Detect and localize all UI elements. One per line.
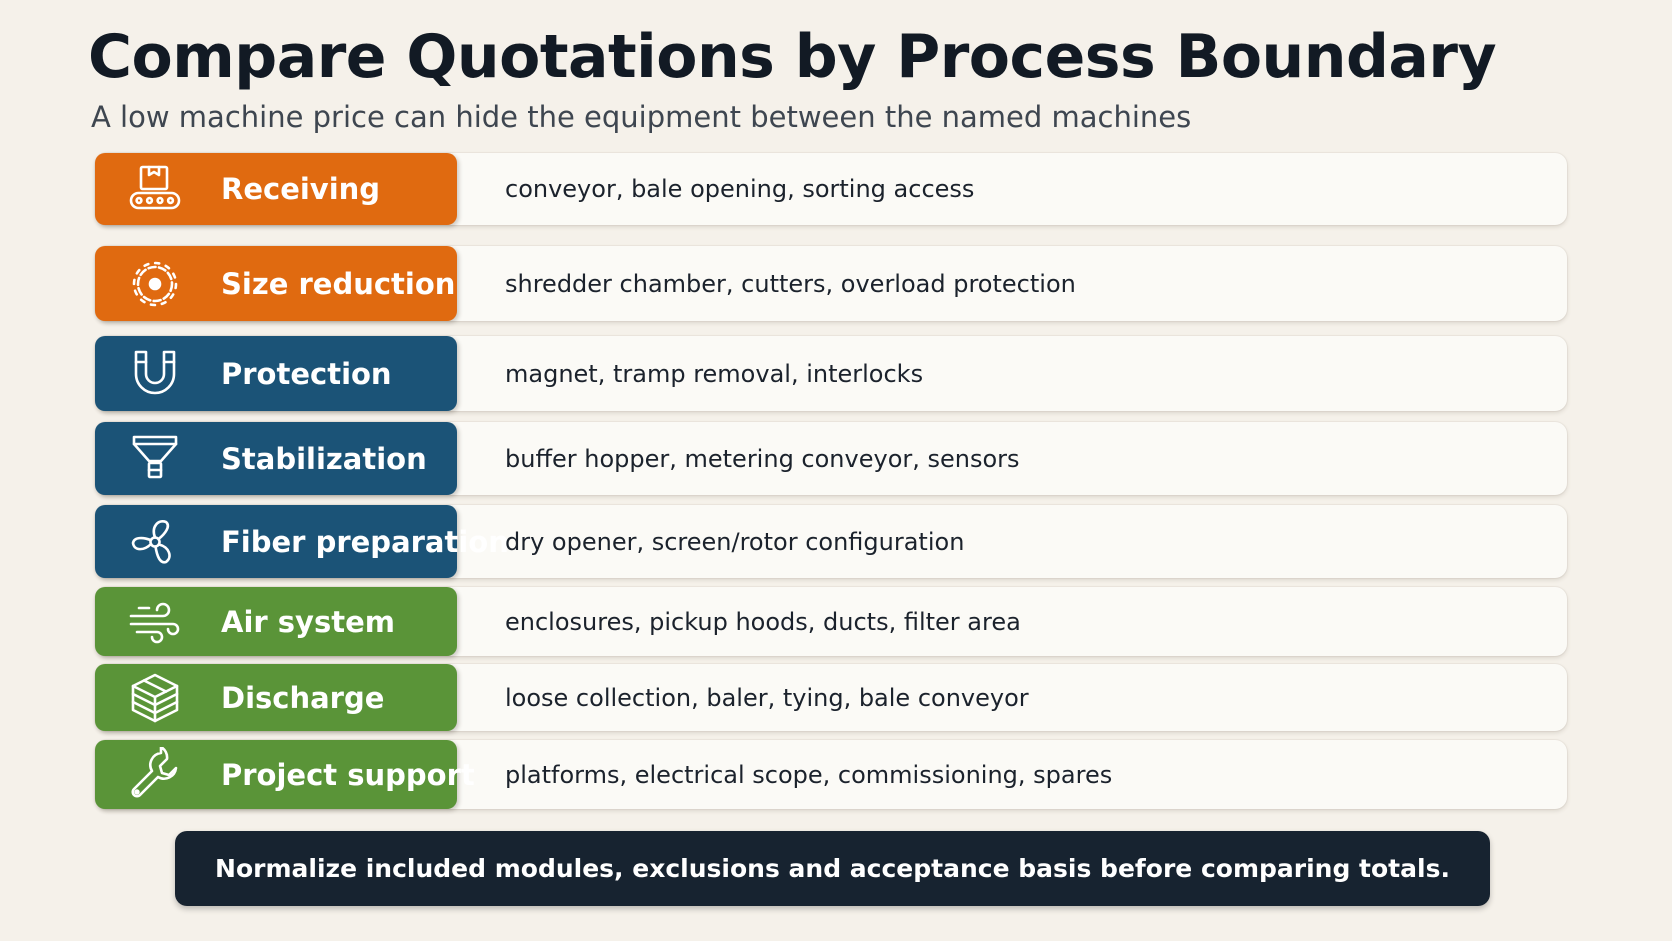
stage-fiber-preparation: Fiber preparation — [95, 505, 509, 578]
magnet-icon — [127, 346, 183, 402]
stage-detail: shredder chamber, cutters, overload prot… — [505, 269, 1076, 298]
footer-note: Normalize included modules, exclusions a… — [215, 854, 1450, 883]
stage-label: Size reduction — [221, 266, 456, 301]
rotor-fan-icon — [127, 514, 183, 570]
stage-label: Air system — [221, 604, 395, 639]
stage-label: Project support — [221, 757, 475, 792]
stage-detail: loose collection, baler, tying, bale con… — [505, 683, 1029, 712]
stage-label: Protection — [221, 356, 392, 391]
bale-cube-icon — [127, 670, 183, 726]
stage-detail: conveyor, bale opening, sorting access — [505, 175, 975, 203]
stage-detail: buffer hopper, metering conveyor, sensor… — [505, 444, 1020, 473]
stage-air-system: Air system — [95, 587, 457, 656]
stage-detail: dry opener, screen/rotor configuration — [505, 527, 965, 556]
hopper-icon — [127, 431, 183, 487]
row-stabilization: Stabilization buffer hopper, metering co… — [95, 422, 1567, 495]
wrench-icon — [127, 746, 183, 803]
gear-shredder-icon — [127, 256, 183, 312]
stage-label: Discharge — [221, 680, 385, 715]
stage-detail: magnet, tramp removal, interlocks — [505, 359, 924, 388]
wind-icon — [127, 594, 183, 650]
row-receiving: Receiving conveyor, bale opening, sortin… — [95, 153, 1567, 225]
stage-detail: enclosures, pickup hoods, ducts, filter … — [505, 607, 1021, 636]
stage-stabilization: Stabilization — [95, 422, 457, 495]
stage-protection: Protection — [95, 336, 457, 411]
footer-banner: Normalize included modules, exclusions a… — [175, 831, 1490, 906]
row-project-support: Project support platforms, electrical sc… — [95, 740, 1567, 809]
row-protection: Protection magnet, tramp removal, interl… — [95, 336, 1567, 411]
stage-project-support: Project support — [95, 740, 475, 809]
row-discharge: Discharge loose collection, baler, tying… — [95, 664, 1567, 731]
stage-size-reduction: Size reduction — [95, 246, 457, 321]
row-size-reduction: Size reduction shredder chamber, cutters… — [95, 246, 1567, 321]
stage-receiving: Receiving — [95, 153, 457, 225]
row-air-system: Air system enclosures, pickup hoods, duc… — [95, 587, 1567, 656]
page-subtitle: A low machine price can hide the equipme… — [91, 100, 1192, 134]
process-boundary-list: Receiving conveyor, bale opening, sortin… — [95, 0, 1567, 941]
stage-label: Receiving — [221, 172, 381, 206]
stage-detail: platforms, electrical scope, commissioni… — [505, 760, 1113, 789]
conveyor-box-icon — [127, 161, 183, 217]
stage-label: Fiber preparation — [221, 524, 509, 559]
page-title: Compare Quotations by Process Boundary — [88, 22, 1497, 92]
stage-label: Stabilization — [221, 441, 427, 476]
stage-discharge: Discharge — [95, 664, 457, 731]
row-fiber-preparation: Fiber preparation dry opener, screen/rot… — [95, 505, 1567, 578]
